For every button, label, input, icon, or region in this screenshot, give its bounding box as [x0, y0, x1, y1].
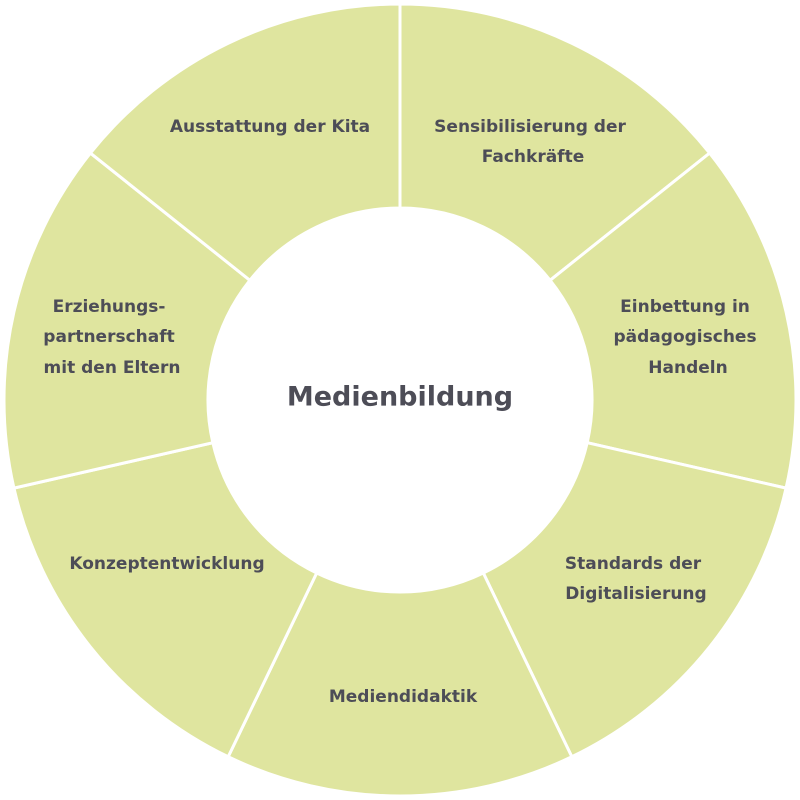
- donut-segment: [12, 440, 319, 759]
- donut-segment: [398, 2, 712, 283]
- segment-label-konzeptentwicklung: Konzeptentwicklung: [69, 554, 264, 574]
- donut-segment: [2, 150, 252, 490]
- donut-segment: [481, 440, 788, 759]
- donut-segment: [226, 570, 574, 798]
- segment-label-mediendidaktik: Mediendidaktik: [329, 687, 478, 707]
- segment-label-erziehungspartnerschaft: Erziehungs- partnerschaft mit den Eltern: [43, 297, 180, 378]
- center-label: Medienbildung: [287, 382, 513, 413]
- segment-label-einbettung: Einbettung in pädagogisches Handeln: [614, 297, 763, 378]
- segment-label-standards: Standards der Digitalisierung: [565, 554, 707, 604]
- segment-label-ausstattung: Ausstattung der Kita: [170, 117, 370, 137]
- segment-label-sensibilisierung: Sensibilisierung der Fachkräfte: [434, 117, 632, 167]
- donut-segment: [548, 150, 798, 490]
- donut-segment: [88, 2, 402, 283]
